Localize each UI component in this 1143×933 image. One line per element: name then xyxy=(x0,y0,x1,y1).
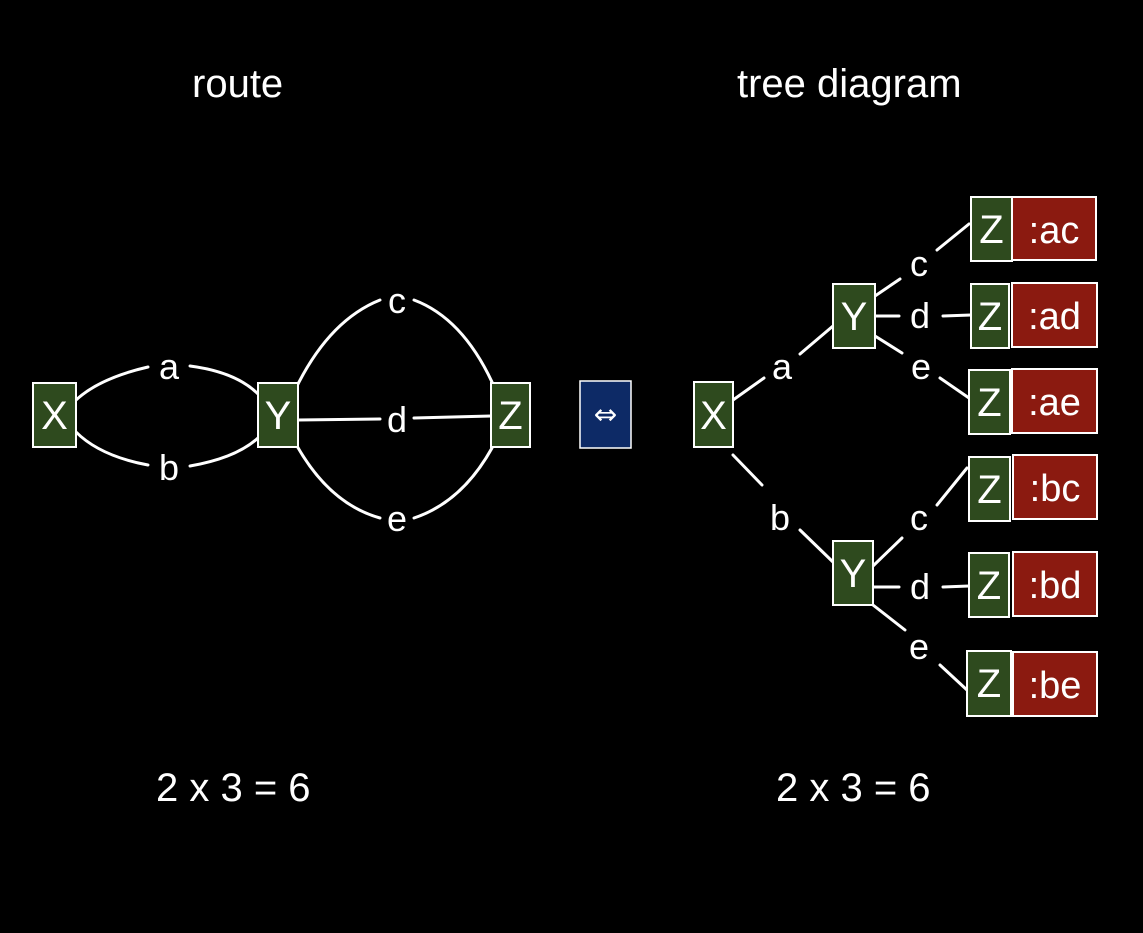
equivalence-arrow-icon: ⇔ xyxy=(579,380,632,449)
tree-leaf-node-label: Z xyxy=(977,381,1001,425)
tree-node-y: Y xyxy=(832,540,874,606)
tree-result-label: :ac xyxy=(1029,210,1080,252)
tree-edge-c xyxy=(935,222,971,252)
tree-node-y-label: Y xyxy=(840,552,867,596)
tree-leaf: Z :ac xyxy=(970,196,1097,262)
tree-label-d: d xyxy=(910,566,930,607)
route-title: route xyxy=(192,62,284,106)
route-label-d: d xyxy=(387,399,407,440)
tree-result-label: :be xyxy=(1029,665,1082,707)
tree-result-label: :bd xyxy=(1029,565,1082,607)
route-edge-e xyxy=(295,444,382,520)
tree-leaf: Z :ad xyxy=(970,282,1098,349)
route-edge-b xyxy=(74,430,150,467)
route-node-y-label: Y xyxy=(265,394,292,438)
route-edge-d xyxy=(296,417,382,422)
tree-result-label: :ad xyxy=(1028,296,1081,338)
route-edge-c xyxy=(295,298,382,388)
route-label-b: b xyxy=(159,447,179,488)
tree-edge-c xyxy=(873,277,902,298)
tree-label-c: c xyxy=(910,497,928,538)
tree-edge-b xyxy=(798,528,835,564)
tree-leaf: Z :bd xyxy=(968,551,1098,618)
tree-edge-e xyxy=(871,603,907,632)
tree-leaf-node-label: Z xyxy=(978,295,1002,339)
tree-leaf: Z :ae xyxy=(968,368,1098,435)
tree-edge-e xyxy=(938,376,971,400)
route-node-x-label: X xyxy=(41,394,68,438)
tree-edge-c xyxy=(871,536,904,568)
route-edge-e xyxy=(412,446,494,520)
tree-leaf: Z :be xyxy=(966,650,1098,717)
tree-leaf-node-label: Z xyxy=(977,468,1001,512)
tree-edge-a xyxy=(731,376,766,402)
tree-leaf: Z :bc xyxy=(968,454,1098,522)
tree-label-a: a xyxy=(772,346,793,387)
route-node-x: X xyxy=(32,382,77,448)
tree-label-d: d xyxy=(910,295,930,336)
tree-label-b: b xyxy=(770,497,790,538)
tree-edge-e xyxy=(938,663,969,692)
route-edge-a xyxy=(74,365,150,402)
route-edge-c xyxy=(412,298,494,384)
route-node-z: Z xyxy=(490,382,531,448)
route-node-z-label: Z xyxy=(498,394,522,438)
tree-edge-e xyxy=(873,334,904,355)
route-formula: 2 x 3 = 6 xyxy=(156,766,311,810)
tree-node-y: Y xyxy=(832,283,876,349)
tree-edge-a xyxy=(798,324,835,356)
route-label-e: e xyxy=(387,498,407,539)
route-label-c: c xyxy=(388,280,406,321)
route-edge-a xyxy=(188,364,260,396)
tree-leaf-node-label: Z xyxy=(977,662,1001,706)
route-node-y: Y xyxy=(257,382,299,448)
tree-label-e: e xyxy=(911,346,931,387)
tree-label-c: c xyxy=(910,243,928,284)
tree-label-e: e xyxy=(909,626,929,667)
route-edge-d xyxy=(412,414,493,420)
tree-formula: 2 x 3 = 6 xyxy=(776,766,931,810)
tree-leaf-node-label: Z xyxy=(977,564,1001,608)
equivalence-symbol: ⇔ xyxy=(594,398,617,431)
tree-edge-c xyxy=(935,466,969,507)
tree-root-label: X xyxy=(700,394,727,438)
tree-root-node: X xyxy=(693,381,734,448)
route-label-a: a xyxy=(159,346,180,387)
tree-edge-d xyxy=(941,313,973,318)
route-edge-b xyxy=(188,436,260,468)
tree-diagram-title: tree diagram xyxy=(737,62,962,106)
tree-edge-d xyxy=(941,584,971,589)
tree-node-y-label: Y xyxy=(841,295,868,339)
tree-result-label: :bc xyxy=(1030,468,1081,510)
tree-edge-b xyxy=(731,453,764,487)
tree-leaf-node-label: Z xyxy=(979,208,1003,252)
tree-result-label: :ae xyxy=(1028,382,1081,424)
